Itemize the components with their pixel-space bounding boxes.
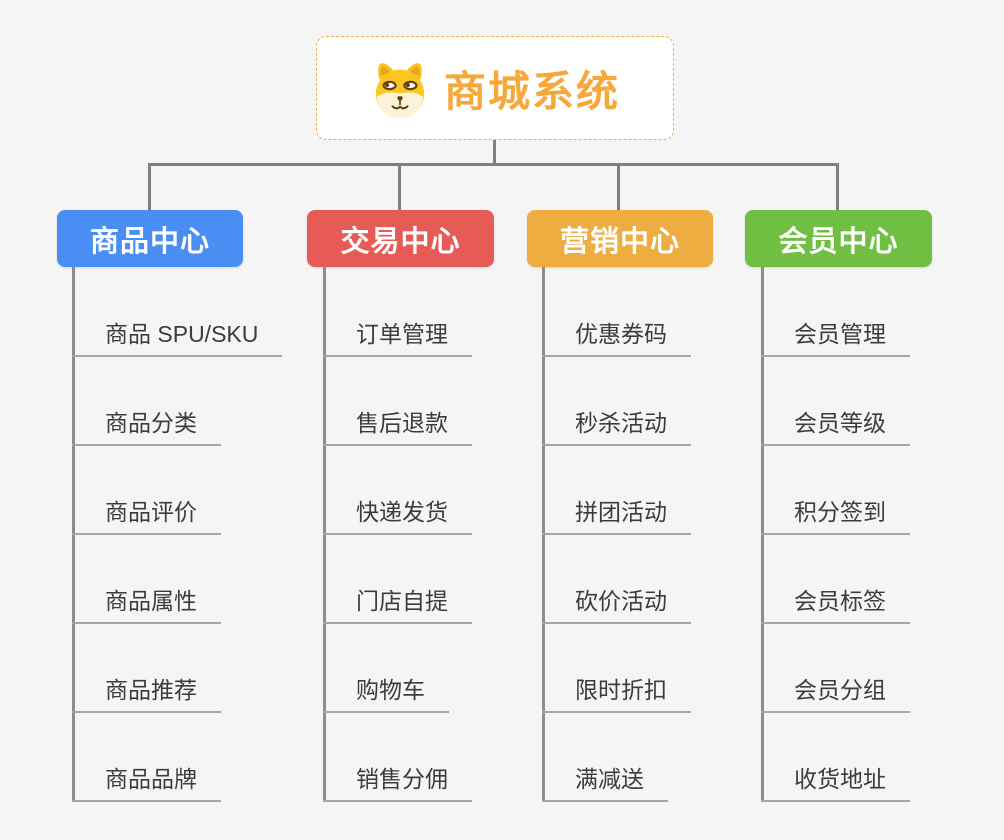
child-node[interactable]: 购物车 [323,678,449,713]
child-node[interactable]: 商品属性 [72,589,221,624]
child-node[interactable]: 订单管理 [323,322,472,357]
branch-node-members[interactable]: 会员中心 [745,210,932,267]
child-node[interactable]: 商品分类 [72,411,221,446]
child-node[interactable]: 快递发货 [323,500,472,535]
root-title: 商城系统 [443,67,620,115]
root-node[interactable]: 商城系统 [316,36,674,140]
child-node[interactable]: 砍价活动 [542,589,691,624]
branch-label: 交易中心 [340,225,461,258]
dog-face-icon [375,63,425,118]
child-node[interactable]: 拼团活动 [542,500,691,535]
child-node[interactable]: 会员等级 [761,411,910,446]
child-node[interactable]: 商品评价 [72,500,221,535]
connector-drop-4 [836,165,839,210]
child-node[interactable]: 商品品牌 [72,767,221,802]
connector-drop-1 [148,165,151,210]
connector-root-stub [493,140,496,165]
child-node[interactable]: 会员分组 [761,678,910,713]
branch-label: 营销中心 [559,225,680,258]
connector-bus [148,163,839,166]
branch-node-marketing[interactable]: 营销中心 [527,210,713,267]
child-node[interactable]: 满减送 [542,767,668,802]
child-node[interactable]: 积分签到 [761,500,910,535]
branch-label: 商品中心 [89,225,210,258]
child-node[interactable]: 商品 SPU/SKU [72,322,283,357]
child-node[interactable]: 限时折扣 [542,678,691,713]
child-node[interactable]: 商品推荐 [72,678,221,713]
child-node[interactable]: 优惠券码 [542,322,691,357]
child-node[interactable]: 门店自提 [323,589,472,624]
child-node[interactable]: 销售分佣 [323,767,472,802]
child-node[interactable]: 会员标签 [761,589,910,624]
child-node[interactable]: 秒杀活动 [542,411,691,446]
branch-node-products[interactable]: 商品中心 [57,210,243,267]
child-node[interactable]: 收货地址 [761,767,910,802]
child-node[interactable]: 会员管理 [761,322,910,357]
connector-drop-2 [398,165,401,210]
child-node[interactable]: 售后退款 [323,411,472,446]
branch-node-trade[interactable]: 交易中心 [307,210,494,267]
branch-label: 会员中心 [778,225,899,258]
connector-drop-3 [617,165,620,210]
